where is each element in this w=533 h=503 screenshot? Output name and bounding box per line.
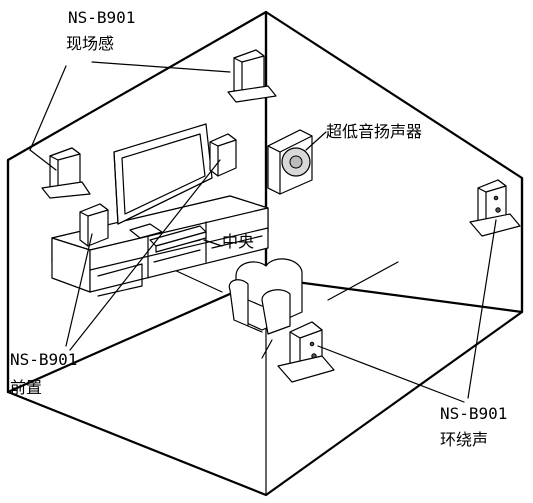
presence-label: 现场感 (66, 34, 115, 53)
subwoofer-label: 超低音扬声器 (326, 122, 423, 141)
leader-lines (29, 61, 497, 403)
armchair (228, 258, 303, 335)
tv-set (113, 123, 213, 239)
presence-model-label: NS-B901 (68, 8, 136, 27)
front-speaker-right (209, 133, 237, 177)
subwoofer (267, 129, 313, 195)
front-label: 前置 (10, 378, 43, 397)
floor-lines (169, 261, 399, 359)
presence-speaker-left (41, 147, 91, 199)
surround-label: 环绕声 (440, 430, 489, 449)
presence-speaker-right (227, 49, 277, 103)
front-speaker-left (79, 203, 109, 247)
surround-model-label: NS-B901 (440, 404, 508, 423)
center-speaker (149, 225, 207, 253)
front-model-label: NS-B901 (10, 350, 78, 369)
surround-speaker-left (277, 321, 335, 383)
center-label: 中央 (222, 232, 255, 251)
